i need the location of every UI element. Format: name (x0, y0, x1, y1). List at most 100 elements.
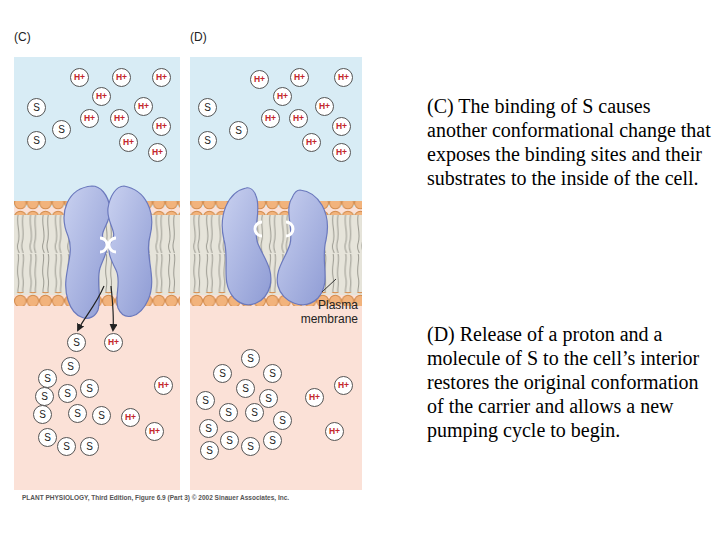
solute-symbol: S (225, 407, 232, 418)
solute-symbol: S (251, 407, 258, 418)
proton-ion: H+ (134, 97, 153, 116)
solute-molecule: S (199, 419, 218, 438)
solute-molecule: S (259, 389, 278, 408)
panel-letter: (C) (14, 30, 31, 44)
proton-ion: H+ (305, 388, 324, 407)
solute-symbol: S (39, 409, 46, 420)
solute-symbol: S (247, 441, 254, 452)
solute-molecule: S (58, 384, 77, 403)
proton-symbol: H+ (152, 147, 163, 157)
solute-symbol: S (98, 410, 105, 421)
solute-molecule: S (241, 437, 260, 456)
solute-symbol: S (269, 368, 276, 379)
release-arrow (78, 286, 104, 330)
solute-molecule: S (198, 131, 217, 150)
solute-molecule: S (38, 369, 57, 388)
carrier-protein (108, 186, 152, 316)
figure-credit: PLANT PHYSIOLOGY, Third Edition, Figure … (22, 493, 422, 502)
solute-symbol: S (265, 393, 272, 404)
solute-symbol: S (44, 373, 51, 384)
solute-molecule: S (245, 403, 264, 422)
panel: (D)H+H+H+H+SH+H+H+H+SSH+H+SSSSH+SSH+SSSS… (190, 57, 362, 490)
solute-symbol: S (67, 361, 74, 372)
proton-symbol: H+ (329, 426, 340, 436)
solute-symbol: S (33, 102, 40, 113)
proton-ion: H+ (154, 376, 173, 395)
proton-symbol: H+ (84, 113, 95, 123)
solute-symbol: S (204, 102, 211, 113)
proton-symbol: H+ (116, 72, 127, 82)
solute-molecule: S (27, 131, 46, 150)
proton-ion: H+ (110, 109, 129, 128)
solute-molecule: S (229, 121, 248, 140)
proton-ion: H+ (289, 109, 308, 128)
solute-symbol: S (58, 124, 65, 135)
solute-molecule: S (68, 404, 87, 423)
proton-ion: H+ (70, 68, 89, 87)
proton-symbol: H+ (338, 380, 349, 390)
bilayer-core (190, 213, 362, 295)
solute-molecule: S (220, 431, 239, 450)
solute-symbol: S (44, 432, 51, 443)
binding-site (109, 238, 116, 252)
proton-symbol: H+ (336, 121, 347, 131)
solute-molecule: S (67, 333, 86, 352)
proton-ion: H+ (332, 117, 351, 136)
step-description: (D) Release of a proton and a molecule o… (427, 322, 713, 442)
solute-molecule: S (198, 98, 217, 117)
proton-symbol: H+ (123, 137, 134, 147)
proton-symbol: H+ (254, 74, 265, 84)
solute-symbol: S (279, 415, 286, 426)
solute-molecule: S (241, 349, 260, 368)
proton-ion: H+ (261, 109, 280, 128)
solute-molecule: S (263, 364, 282, 383)
solute-molecule: S (200, 441, 219, 460)
solute-symbol: S (64, 388, 71, 399)
solute-molecule: S (263, 431, 282, 450)
proton-ion: H+ (273, 87, 292, 106)
solute-molecule: S (196, 391, 215, 410)
solute-molecule: S (33, 405, 52, 424)
binding-site (286, 222, 293, 236)
proton-ion: H+ (112, 68, 131, 87)
proton-ion: H+ (302, 133, 321, 152)
proton-symbol: H+ (149, 426, 160, 436)
proton-ion: H+ (325, 422, 344, 441)
proton-symbol: H+ (309, 392, 320, 402)
proton-ion: H+ (119, 133, 138, 152)
proton-symbol: H+ (156, 72, 167, 82)
solute-symbol: S (63, 441, 70, 452)
solute-symbol: S (269, 435, 276, 446)
solute-molecule: S (213, 364, 232, 383)
solute-symbol: S (242, 383, 249, 394)
solute-symbol: S (235, 125, 242, 136)
proton-symbol: H+ (138, 101, 149, 111)
carrier-protein (222, 188, 271, 305)
proton-symbol: H+ (74, 72, 85, 82)
proton-symbol: H+ (294, 72, 305, 82)
proton-symbol: H+ (338, 72, 349, 82)
interior-region (190, 207, 362, 490)
solute-molecule: S (92, 406, 111, 425)
solute-symbol: S (86, 441, 93, 452)
proton-symbol: H+ (108, 337, 119, 347)
proton-ion: H+ (148, 143, 167, 162)
proton-ion: H+ (121, 408, 140, 427)
solute-symbol: S (206, 445, 213, 456)
proton-ion: H+ (332, 143, 351, 162)
carrier-protein (277, 190, 327, 305)
solute-molecule: S (27, 98, 46, 117)
proton-symbol: H+ (158, 380, 169, 390)
proton-symbol: H+ (125, 412, 136, 422)
solute-symbol: S (33, 135, 40, 146)
solute-molecule: S (80, 437, 99, 456)
solute-symbol: S (226, 435, 233, 446)
proton-symbol: H+ (277, 91, 288, 101)
proton-ion: H+ (80, 109, 99, 128)
exterior-region (190, 57, 362, 207)
proton-ion: H+ (152, 68, 171, 87)
lipid-heads (190, 201, 362, 215)
panel-letter: (D) (190, 30, 207, 44)
proton-symbol: H+ (319, 101, 330, 111)
